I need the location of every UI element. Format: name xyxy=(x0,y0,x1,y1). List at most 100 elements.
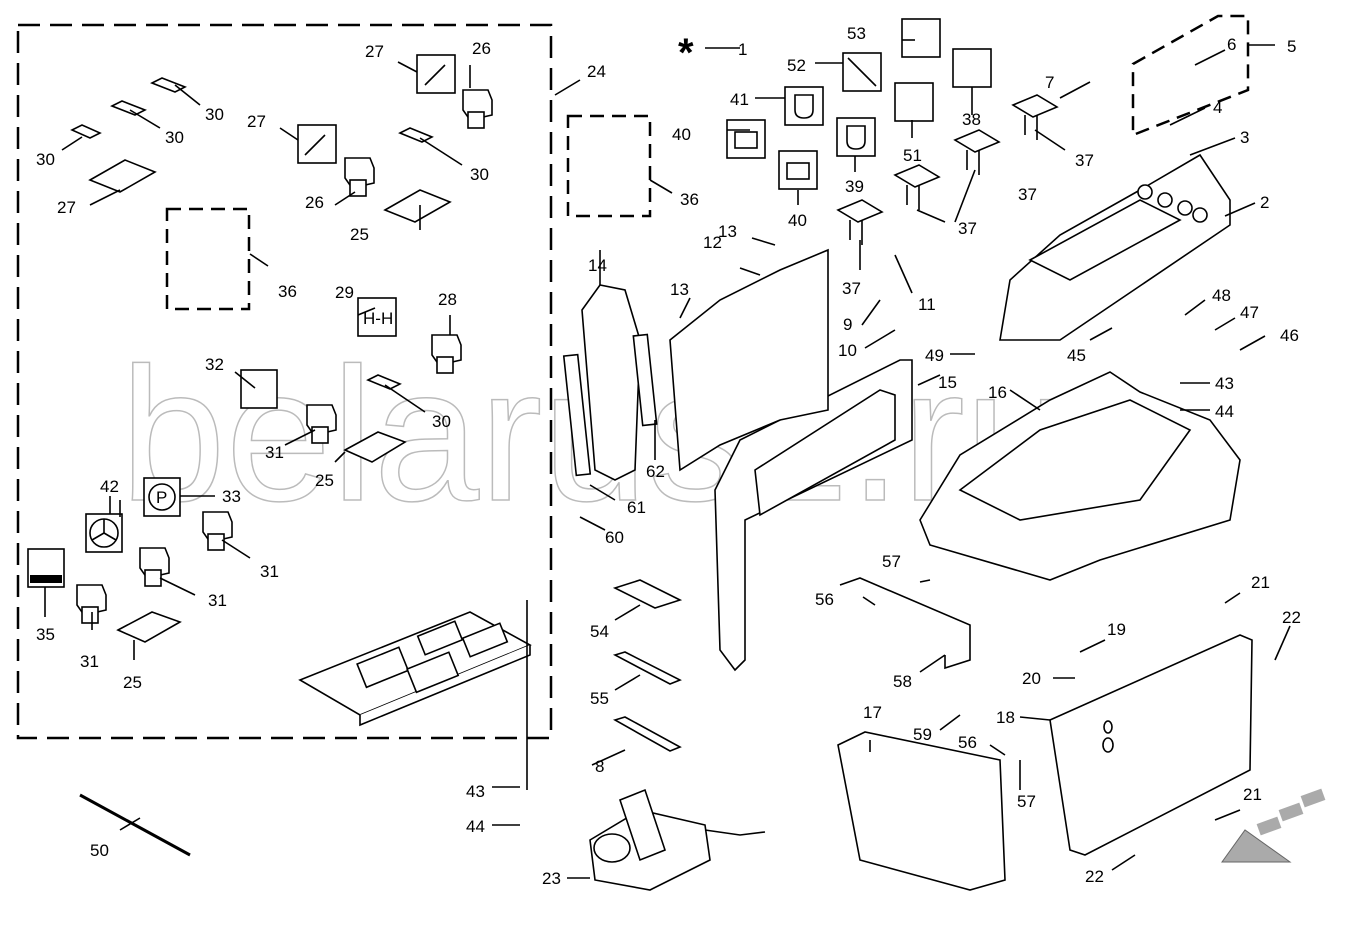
callout-61: 61 xyxy=(627,498,646,517)
switch-31-b xyxy=(202,511,233,551)
pictogram-39 xyxy=(836,117,876,157)
callout-11: 11 xyxy=(918,295,936,314)
panel-17 xyxy=(837,731,1006,891)
callout-22-a: 22 xyxy=(1282,608,1301,627)
frame-15 xyxy=(714,359,913,672)
callout-31: 31 xyxy=(260,562,279,581)
group-36-box xyxy=(165,207,251,311)
callout-54: 54 xyxy=(590,622,609,641)
callout-19: 19 xyxy=(1107,620,1126,639)
callout-46: 46 xyxy=(1280,326,1299,345)
callout-37: 37 xyxy=(842,279,861,298)
callout-30: 30 xyxy=(36,150,55,169)
callout-36: 36 xyxy=(278,282,297,301)
callout-56: 56 xyxy=(958,733,977,752)
switch-31-a xyxy=(306,404,337,444)
callout-56: 56 xyxy=(815,590,834,609)
connector-37 xyxy=(953,129,1001,175)
callout-38: 38 xyxy=(962,110,981,129)
callout-30: 30 xyxy=(470,165,489,184)
switch-26-a xyxy=(462,89,493,129)
callout-32: 32 xyxy=(205,355,224,374)
callout-labels: 1 2 3 4 5 6 7 8 9 10 11 12 13 13 14 15 1… xyxy=(36,24,1301,888)
asterisk-icon: * xyxy=(678,31,694,75)
direction-arrow-icon xyxy=(1221,829,1292,863)
pictogram-41 xyxy=(784,86,824,126)
switch-28 xyxy=(431,334,462,374)
callout-52: 52 xyxy=(787,56,806,75)
bracket-58 xyxy=(839,577,971,670)
callout-41: 41 xyxy=(730,90,749,109)
pictogram-52 xyxy=(842,52,882,92)
arrow-tile-icon xyxy=(1278,802,1304,822)
callout-21-a: 21 xyxy=(1251,573,1270,592)
callout-33: 33 xyxy=(222,487,241,506)
callout-31: 31 xyxy=(208,591,227,610)
frame-25-c xyxy=(116,611,182,643)
callout-26-b: 26 xyxy=(305,193,324,212)
pictogram-33: P xyxy=(143,477,181,517)
pictogram-27-a xyxy=(416,54,456,94)
joystick-23 xyxy=(589,788,766,891)
callout-30: 30 xyxy=(165,128,184,147)
callout-28: 28 xyxy=(438,290,457,309)
callout-36: 36 xyxy=(680,190,699,209)
callout-24: 24 xyxy=(587,62,606,81)
blank-label-38 xyxy=(952,48,992,88)
callout-60: 60 xyxy=(605,528,624,547)
callout-14: 14 xyxy=(588,256,607,275)
callout-31: 31 xyxy=(80,652,99,671)
callout-17: 17 xyxy=(863,703,882,722)
switch-panel-base xyxy=(298,611,532,727)
callout-13-a: 13 xyxy=(718,222,737,241)
callout-21-b: 21 xyxy=(1243,785,1262,804)
callout-6: 6 xyxy=(1227,35,1236,54)
callout-57: 57 xyxy=(1017,792,1036,811)
callout-57: 57 xyxy=(882,552,901,571)
callout-8: 8 xyxy=(595,757,604,776)
callout-39: 39 xyxy=(845,177,864,196)
callout-15: 15 xyxy=(938,373,957,392)
callout-35: 35 xyxy=(36,625,55,644)
callout-2: 2 xyxy=(1260,193,1269,212)
connector-37 xyxy=(836,199,884,245)
pictogram-32 xyxy=(240,369,278,409)
callout-42: 42 xyxy=(100,477,119,496)
callout-40-b: 40 xyxy=(788,211,807,230)
callout-9: 9 xyxy=(843,315,852,334)
cap-30 xyxy=(110,100,147,116)
callout-29: 29 xyxy=(335,283,354,302)
strip-55 xyxy=(612,651,682,685)
callout-48: 48 xyxy=(1212,286,1231,305)
callout-23: 23 xyxy=(542,869,561,888)
pictogram-51 xyxy=(894,82,934,122)
pictogram-40-a xyxy=(726,119,766,159)
group-24-box xyxy=(16,23,553,740)
cap-30 xyxy=(70,124,102,139)
callout-12: 12 xyxy=(703,233,722,252)
pictogram-29: H‑H xyxy=(357,297,397,337)
svg-text:H‑H: H‑H xyxy=(363,309,393,328)
callout-62: 62 xyxy=(646,462,665,481)
svg-text:P: P xyxy=(156,488,167,507)
cover-16 xyxy=(919,371,1241,581)
callout-37: 37 xyxy=(1018,185,1037,204)
callout-4: 4 xyxy=(1213,98,1222,117)
panel-18 xyxy=(1049,634,1253,856)
arrow-tile-icon xyxy=(1256,816,1282,836)
group-5-box xyxy=(1131,14,1250,137)
callout-27-b: 27 xyxy=(247,112,266,131)
callout-25-a: 25 xyxy=(350,225,369,244)
callout-40-a: 40 xyxy=(672,125,691,144)
callout-5: 5 xyxy=(1287,37,1296,56)
callout-26-a: 26 xyxy=(472,39,491,58)
pictogram-35 xyxy=(27,548,65,588)
callout-44: 44 xyxy=(466,817,485,836)
frame-27 xyxy=(88,159,157,193)
callout-50: 50 xyxy=(90,841,109,860)
callout-37: 37 xyxy=(1075,151,1094,170)
callout-51: 51 xyxy=(903,146,922,165)
pictogram-27-b xyxy=(297,124,337,164)
leader-lines xyxy=(44,39,1291,879)
callout-58: 58 xyxy=(893,672,912,691)
